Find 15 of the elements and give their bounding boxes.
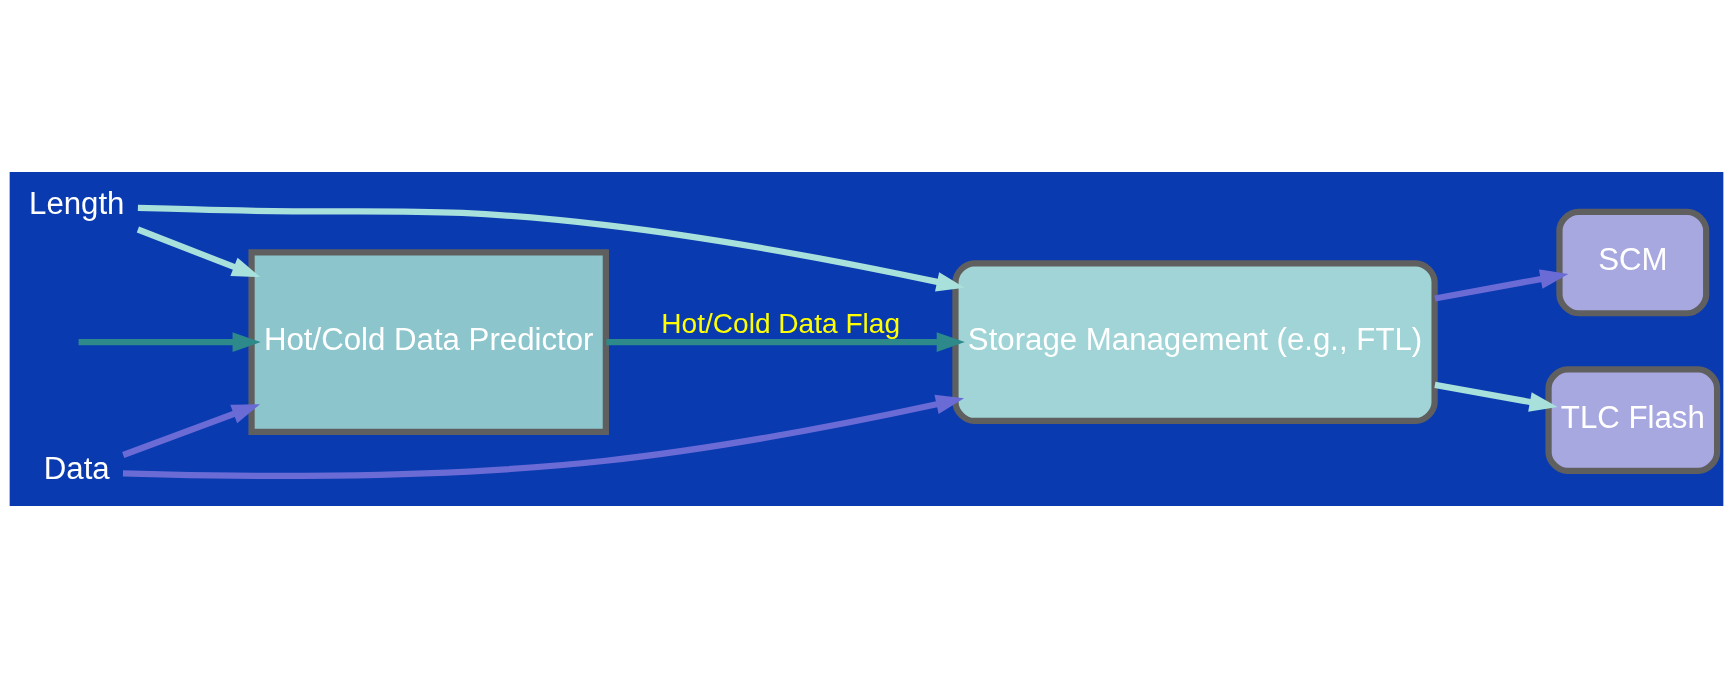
arrow: [1434, 381, 1558, 412]
arrow: [122, 403, 261, 458]
node-box: Hot/Cold Data Predictor: [248, 248, 609, 435]
arrow: [122, 394, 965, 479]
node-box: TLC Flash: [1545, 365, 1721, 474]
arrow: [137, 204, 965, 291]
node-box: Storage Management (e.g., FTL): [952, 259, 1438, 424]
arrow: [606, 331, 965, 352]
node-text: Length: [29, 185, 125, 221]
node-text: Data: [43, 450, 110, 486]
node-box: SCM: [1556, 208, 1710, 316]
arrow: [78, 331, 261, 352]
edge-label: Hot/Cold Data Flag: [661, 307, 901, 339]
arrow: [1434, 268, 1569, 302]
arrow: [136, 226, 261, 277]
